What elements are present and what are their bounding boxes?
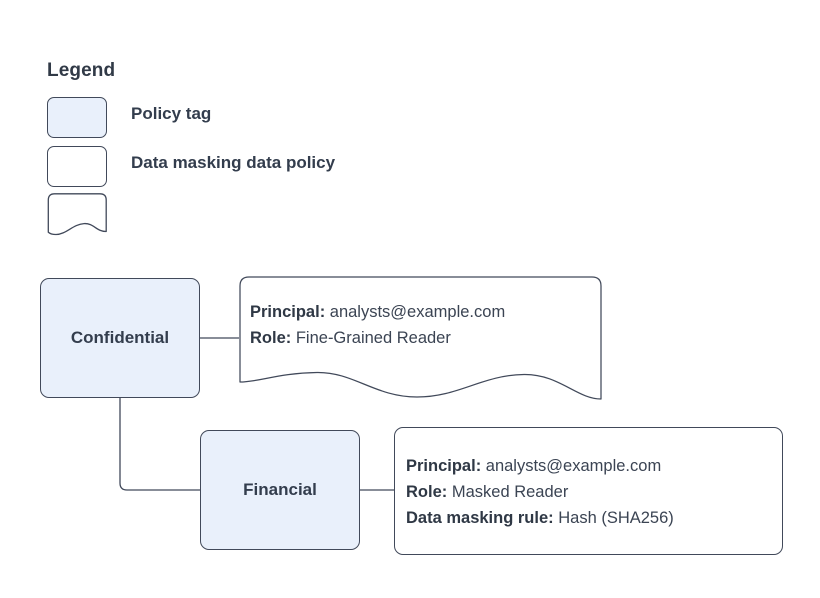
callout-1-principal-value: analysts@example.com: [329, 303, 506, 321]
node-financial-label: Financial: [243, 480, 317, 499]
callout-2-masking-rule-value: Hash (SHA256): [558, 509, 674, 527]
callout-1-row-role: Role: Fine-Grained Reader: [250, 325, 595, 351]
policy-tag-swatch: [47, 97, 107, 138]
node-confidential-label: Confidential: [70, 328, 170, 347]
callout-2-text: Principal: analysts@example.com Role: Ma…: [406, 453, 778, 531]
edge-confidential-to-financial: [119, 398, 200, 491]
callout-confidential-access-control[interactable]: Principal: analysts@example.com Role: Fi…: [239, 276, 602, 400]
callout-2-row-masking-rule: Data masking rule: Hash (SHA256): [406, 505, 778, 531]
callout-2-principal-value: analysts@example.com: [485, 457, 662, 475]
callout-1-role-key: Role:: [250, 329, 292, 347]
node-financial[interactable]: Financial: [200, 430, 360, 550]
callout-2-role-key: Role:: [406, 483, 448, 501]
callout-1-principal-key: Principal:: [250, 303, 326, 321]
callout-2-masking-rule-key: Data masking rule:: [406, 509, 554, 527]
callout-2-principal-key: Principal:: [406, 457, 482, 475]
legend-title: Legend: [47, 60, 116, 81]
callout-1-role-value: Fine-Grained Reader: [295, 329, 451, 347]
callout-2-row-role: Role: Masked Reader: [406, 479, 778, 505]
data-policy-swatch: [47, 146, 107, 187]
callout-2-role-value: Masked Reader: [451, 483, 569, 501]
callout-1-text: Principal: analysts@example.com Role: Fi…: [250, 299, 595, 351]
callout-2-row-principal: Principal: analysts@example.com: [406, 453, 778, 479]
callout-wavy-shape: [239, 276, 602, 400]
node-confidential[interactable]: Confidential: [40, 278, 200, 398]
access-control-doc-swatch: [47, 193, 107, 236]
legend-item-label-policy-tag: Policy tag: [131, 104, 212, 123]
legend-item-label-data-masking-policy: Data masking data policy: [131, 153, 336, 172]
callout-1-row-principal: Principal: analysts@example.com: [250, 299, 595, 325]
callout-financial-data-policy[interactable]: Principal: analysts@example.com Role: Ma…: [394, 427, 783, 555]
